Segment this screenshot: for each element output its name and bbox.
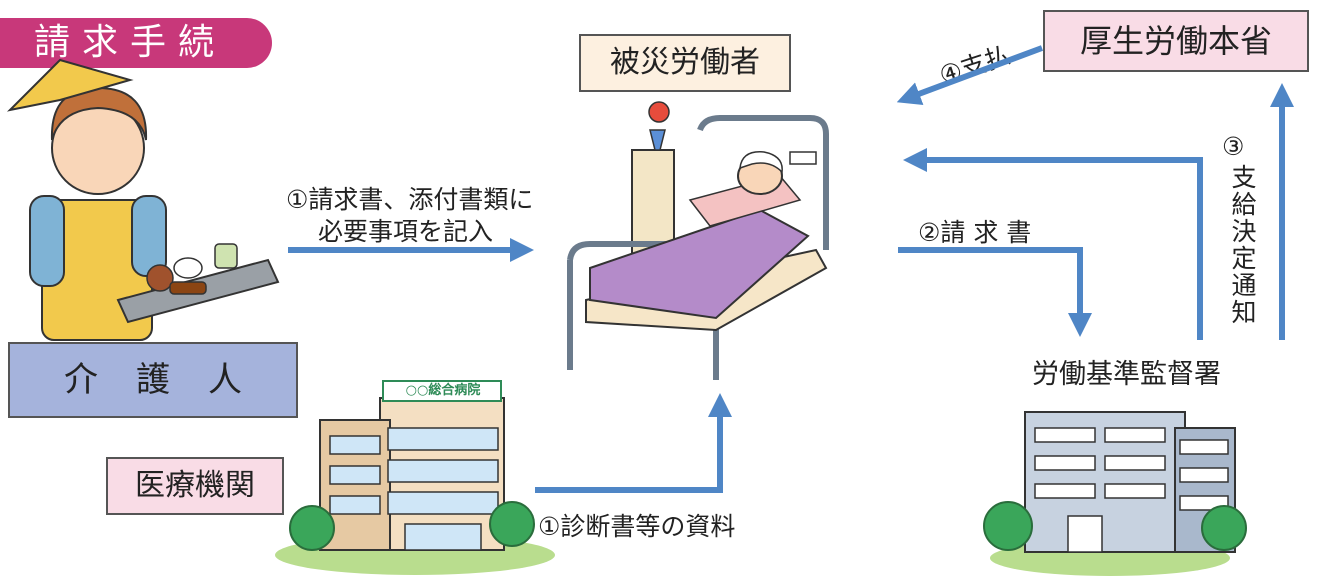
- caregiver-box: 介護人: [8, 342, 298, 418]
- page-title: 請求手続: [0, 18, 272, 68]
- injured-worker-box: 被災労働者: [579, 34, 791, 92]
- step1-label-line1: ①請求書、添付書類に: [286, 185, 534, 214]
- arrow-payment: [896, 45, 1044, 106]
- step1-docs-label: ①診断書等の資料: [538, 512, 736, 541]
- labor-office-building: [983, 411, 1247, 576]
- arrow-claim-to-office: [898, 247, 1092, 337]
- caregiver-illustration: [6, 58, 280, 341]
- arrow-medical-to-worker: [535, 393, 732, 493]
- step1-label-line2: 必要事項を記入: [318, 217, 494, 246]
- labor-office-label: 労働基準監督署: [1032, 359, 1221, 390]
- bed-illustration: [567, 101, 829, 380]
- step3-label: 支給決定通知: [1228, 164, 1257, 326]
- ministry-box: 厚生労働本省: [1043, 10, 1309, 72]
- arrow-decision-notice: [903, 148, 1203, 340]
- medical-institution-box: 医療機関: [106, 457, 284, 515]
- step2-label: ②請 求 書: [918, 218, 1032, 247]
- hospital-building: [275, 380, 555, 575]
- step3-number: ③: [1222, 132, 1245, 161]
- hospital-sign: ○○総合病院: [405, 383, 481, 398]
